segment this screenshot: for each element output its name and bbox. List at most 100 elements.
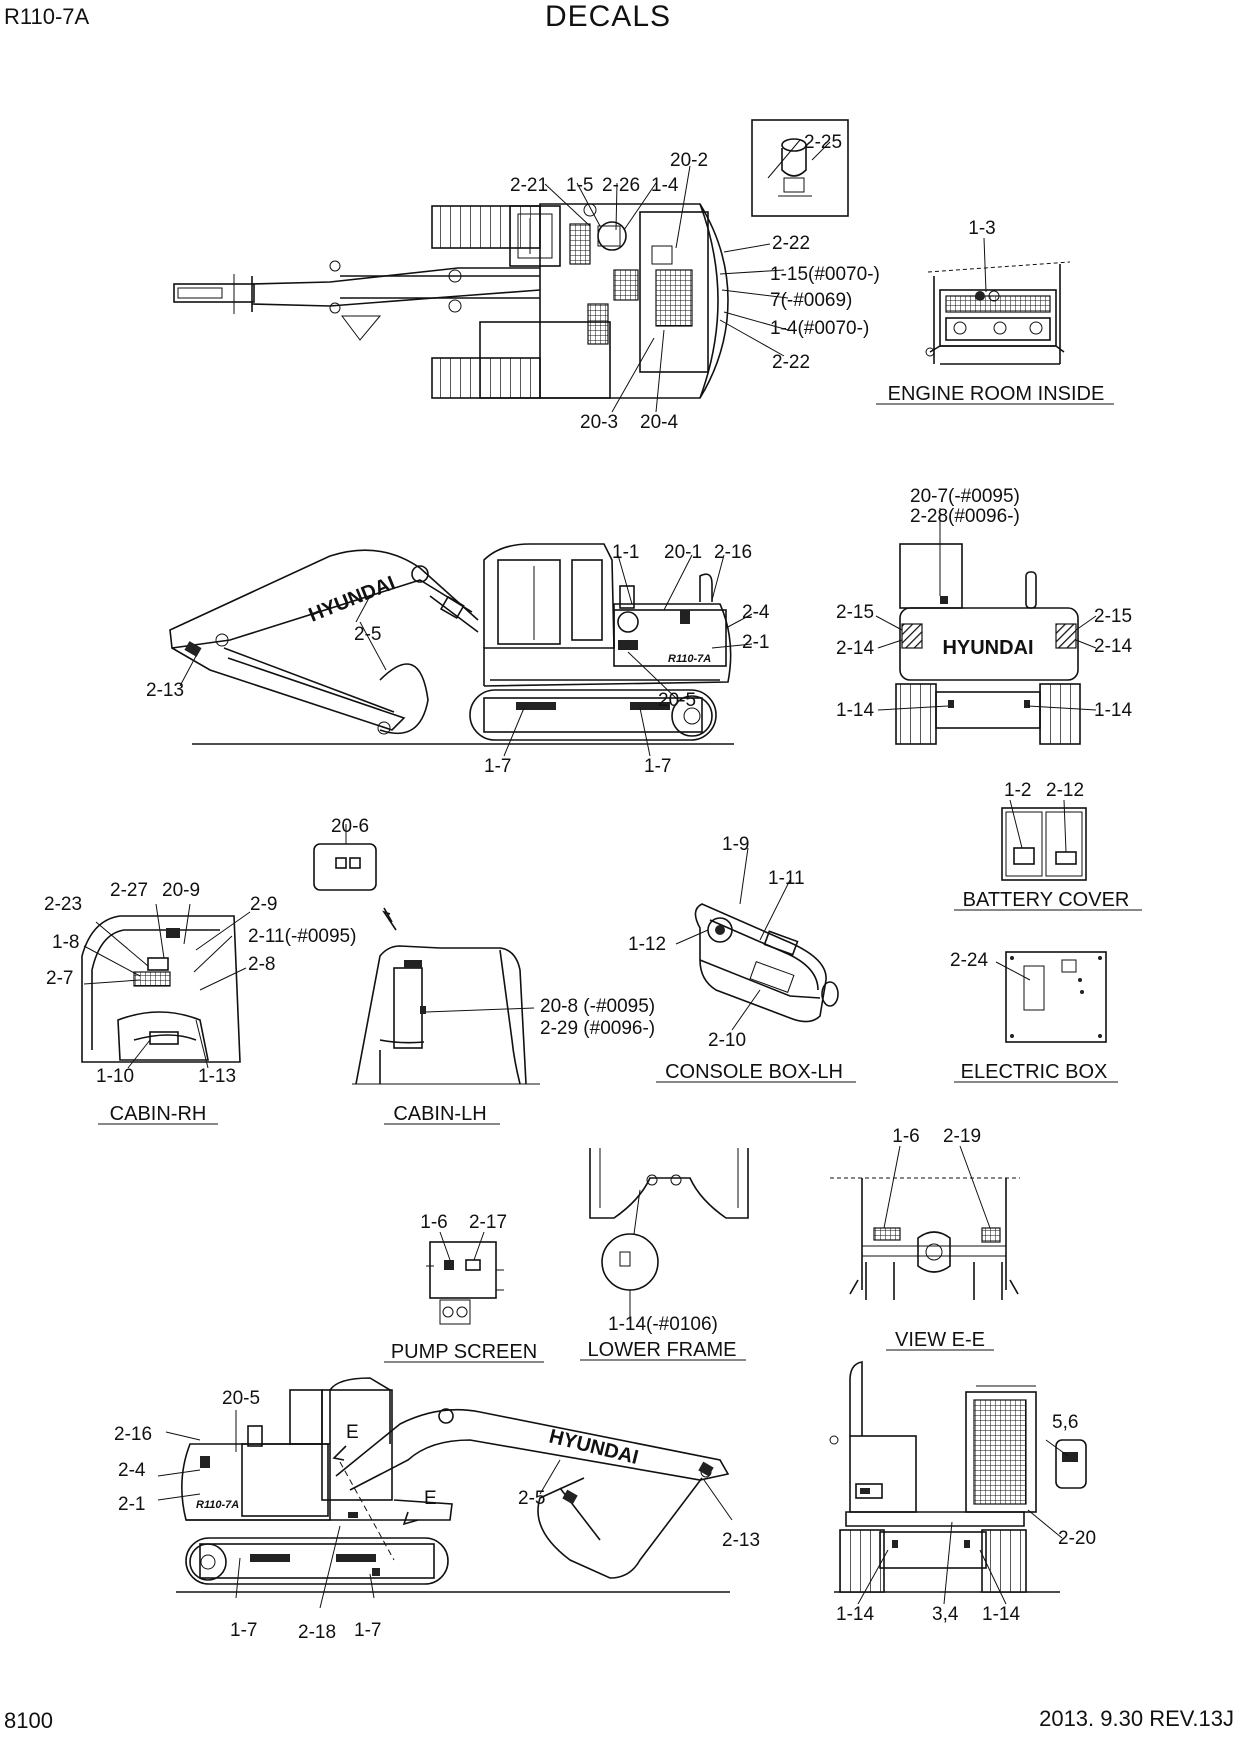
side-view-left: R110-7A HYUNDAI <box>169 543 753 757</box>
view-ee-label-1: 1-6 <box>892 1126 919 1147</box>
svg-text:20-7(-#0095): 20-7(-#0095) <box>910 486 1020 507</box>
svg-text:2-7: 2-7 <box>46 968 73 989</box>
top-view-labels: 2-25 20-2 2-21 1-5 2-26 1-4 2-22 1-15(#0… <box>510 132 880 433</box>
cabin-lh-label-1: 20-6 <box>331 816 369 837</box>
svg-text:E: E <box>424 1488 437 1509</box>
cabin-rh-caption: CABIN-RH <box>110 1103 207 1125</box>
svg-text:2-14: 2-14 <box>1094 636 1132 657</box>
side-view-right: R110-7A HYUNDAI <box>157 1377 733 1609</box>
front-view-label-3: 1-14 <box>836 1604 874 1625</box>
svg-text:2-16: 2-16 <box>714 542 752 563</box>
pump-screen-caption: PUMP SCREEN <box>391 1341 537 1363</box>
side-view-left-labels: 1-1 20-1 2-16 2-4 2-1 2-5 2-13 20-5 1-7 … <box>146 542 770 777</box>
cabin-lh-label-3: 2-29 (#0096-) <box>540 1018 655 1039</box>
front-view-label-2: 2-20 <box>1058 1528 1096 1549</box>
svg-text:1-7: 1-7 <box>484 756 511 777</box>
page-title: DECALS <box>545 0 671 33</box>
svg-text:20-4: 20-4 <box>640 412 678 433</box>
front-view <box>829 1361 1087 1605</box>
svg-text:1-15(#0070-): 1-15(#0070-) <box>770 264 880 285</box>
pump-screen-view <box>426 1231 504 1325</box>
svg-text:2-16: 2-16 <box>114 1424 152 1445</box>
cabin-lh-view <box>313 824 540 1085</box>
svg-text:2-4: 2-4 <box>742 602 770 623</box>
page-number: 8100 <box>4 1708 53 1733</box>
console-box-view <box>675 847 839 1031</box>
console-box-labels: 1-9 1-11 1-12 2-10 <box>628 834 805 1051</box>
battery-cover-view <box>1001 799 1087 881</box>
cabin-rh-view <box>81 903 251 1069</box>
svg-text:2-5: 2-5 <box>354 624 381 645</box>
svg-text:2-13: 2-13 <box>722 1530 760 1551</box>
svg-text:2-10: 2-10 <box>708 1030 746 1051</box>
lower-frame-view <box>589 1148 749 1322</box>
svg-text:20-3: 20-3 <box>580 412 618 433</box>
engine-room-caption: ENGINE ROOM INSIDE <box>888 383 1105 405</box>
lower-frame-label: 1-14(-#0106) <box>608 1314 718 1335</box>
svg-text:1-13: 1-13 <box>198 1066 236 1087</box>
svg-text:2-13: 2-13 <box>146 680 184 701</box>
svg-text:1-9: 1-9 <box>722 834 749 855</box>
pump-screen-label-1: 1-6 <box>420 1212 447 1233</box>
arm-brand-text: HYUNDAI <box>547 1426 641 1469</box>
svg-text:1-7: 1-7 <box>644 756 671 777</box>
svg-text:1-4: 1-4 <box>651 175 679 196</box>
svg-text:20-9: 20-9 <box>162 880 200 901</box>
svg-text:2-14: 2-14 <box>836 638 874 659</box>
svg-text:20-5: 20-5 <box>222 1388 260 1409</box>
svg-text:2-8: 2-8 <box>248 954 275 975</box>
svg-text:2-22: 2-22 <box>772 352 810 373</box>
cabin-lh-label-2: 20-8 (-#0095) <box>540 996 655 1017</box>
svg-text:R110-7A: R110-7A <box>196 1499 239 1511</box>
rear-view-labels: 20-7(-#0095) 2-28(#0096-) 2-15 2-15 2-14… <box>836 486 1132 721</box>
svg-text:1-5: 1-5 <box>566 175 593 196</box>
battery-cover-label-1: 1-2 <box>1004 780 1031 801</box>
pump-screen-label-2: 2-17 <box>469 1212 507 1233</box>
svg-text:20-5: 20-5 <box>658 690 696 711</box>
boom-brand-text: HYUNDAI <box>306 572 399 627</box>
svg-text:1-4(#0070-): 1-4(#0070-) <box>770 318 869 339</box>
svg-text:1-1: 1-1 <box>612 542 639 563</box>
engine-room-view <box>925 237 1071 365</box>
svg-text:1-12: 1-12 <box>628 934 666 955</box>
svg-text:1-10: 1-10 <box>96 1066 134 1087</box>
svg-text:2-25: 2-25 <box>804 132 842 153</box>
cabin-rh-labels: 2-23 2-27 20-9 2-9 1-8 2-11(-#0095) 2-7 … <box>44 880 356 1087</box>
view-ee-view <box>830 1145 1020 1300</box>
model-label: R110-7A <box>4 4 90 29</box>
svg-text:7(-#0069): 7(-#0069) <box>770 290 852 311</box>
svg-text:20-2: 20-2 <box>670 150 708 171</box>
console-box-caption: CONSOLE BOX-LH <box>665 1061 843 1083</box>
front-view-label-5: 1-14 <box>982 1604 1020 1625</box>
svg-text:R110-7A: R110-7A <box>668 653 711 665</box>
front-view-label-1: 5,6 <box>1052 1412 1078 1433</box>
svg-text:1-7: 1-7 <box>354 1620 381 1641</box>
svg-text:2-21: 2-21 <box>510 175 548 196</box>
rear-brand-text: HYUNDAI <box>942 637 1033 659</box>
svg-text:1-8: 1-8 <box>52 932 79 953</box>
svg-text:2-11(-#0095): 2-11(-#0095) <box>248 926 356 947</box>
battery-cover-label-2: 2-12 <box>1046 780 1084 801</box>
svg-text:2-22: 2-22 <box>772 233 810 254</box>
view-ee-caption: VIEW E-E <box>895 1329 985 1351</box>
electric-box-caption: ELECTRIC BOX <box>961 1061 1108 1083</box>
engine-room-label: 1-3 <box>968 218 995 239</box>
svg-text:2-1: 2-1 <box>118 1494 145 1515</box>
svg-text:2-9: 2-9 <box>250 894 277 915</box>
svg-text:1-7: 1-7 <box>230 1620 257 1641</box>
svg-text:2-5: 2-5 <box>518 1488 545 1509</box>
svg-text:2-28(#0096-): 2-28(#0096-) <box>910 506 1020 527</box>
top-view <box>173 119 849 413</box>
svg-text:1-14: 1-14 <box>836 700 874 721</box>
lower-frame-caption: LOWER FRAME <box>588 1339 737 1361</box>
view-ee-label-2: 2-19 <box>943 1126 981 1147</box>
revision-stamp: 2013. 9.30 REV.13J <box>1039 1706 1234 1731</box>
svg-text:2-4: 2-4 <box>118 1460 146 1481</box>
svg-text:2-23: 2-23 <box>44 894 82 915</box>
side-view-right-labels: 20-5 2-16 2-4 2-1 E E 2-5 2-13 1-7 2-18 … <box>114 1388 760 1643</box>
svg-text:2-15: 2-15 <box>1094 606 1132 627</box>
rear-view: HYUNDAI <box>875 508 1097 745</box>
svg-text:20-1: 20-1 <box>664 542 702 563</box>
svg-text:2-27: 2-27 <box>110 880 148 901</box>
